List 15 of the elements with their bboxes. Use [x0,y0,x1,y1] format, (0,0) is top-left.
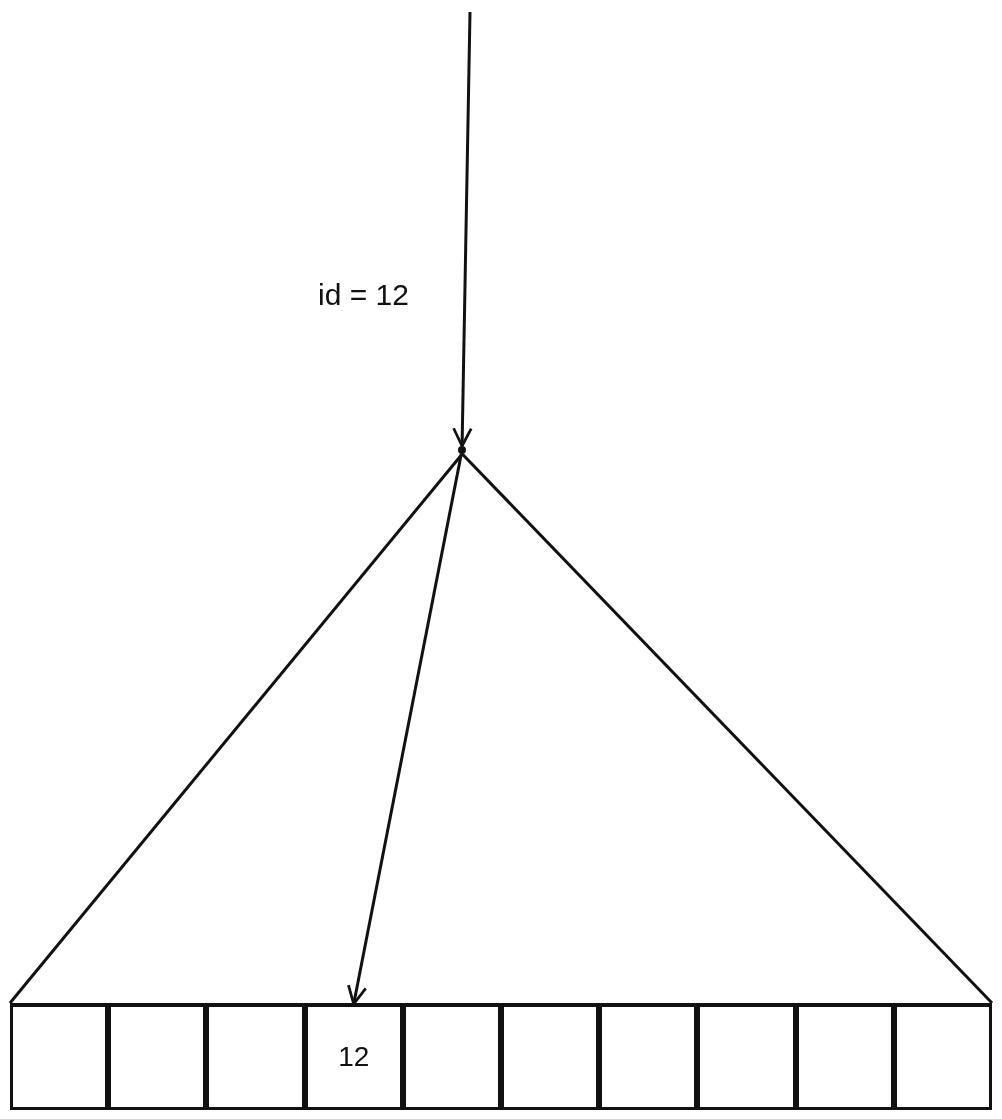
array-bar [10,1003,992,1110]
array-cell [402,1004,501,1110]
array-cell: 12 [304,1004,403,1110]
array-cell [501,1004,600,1110]
connector-line [461,452,994,1005]
junction-dot [458,446,466,454]
array-cell [206,1004,305,1110]
array-cell [10,1004,109,1110]
array-cell [599,1004,698,1110]
arrow [347,453,463,1006]
array-cell [795,1004,894,1110]
array-cell [108,1004,207,1110]
array-cell [893,1004,993,1110]
arrow [452,11,473,448]
array-cell [697,1004,796,1110]
